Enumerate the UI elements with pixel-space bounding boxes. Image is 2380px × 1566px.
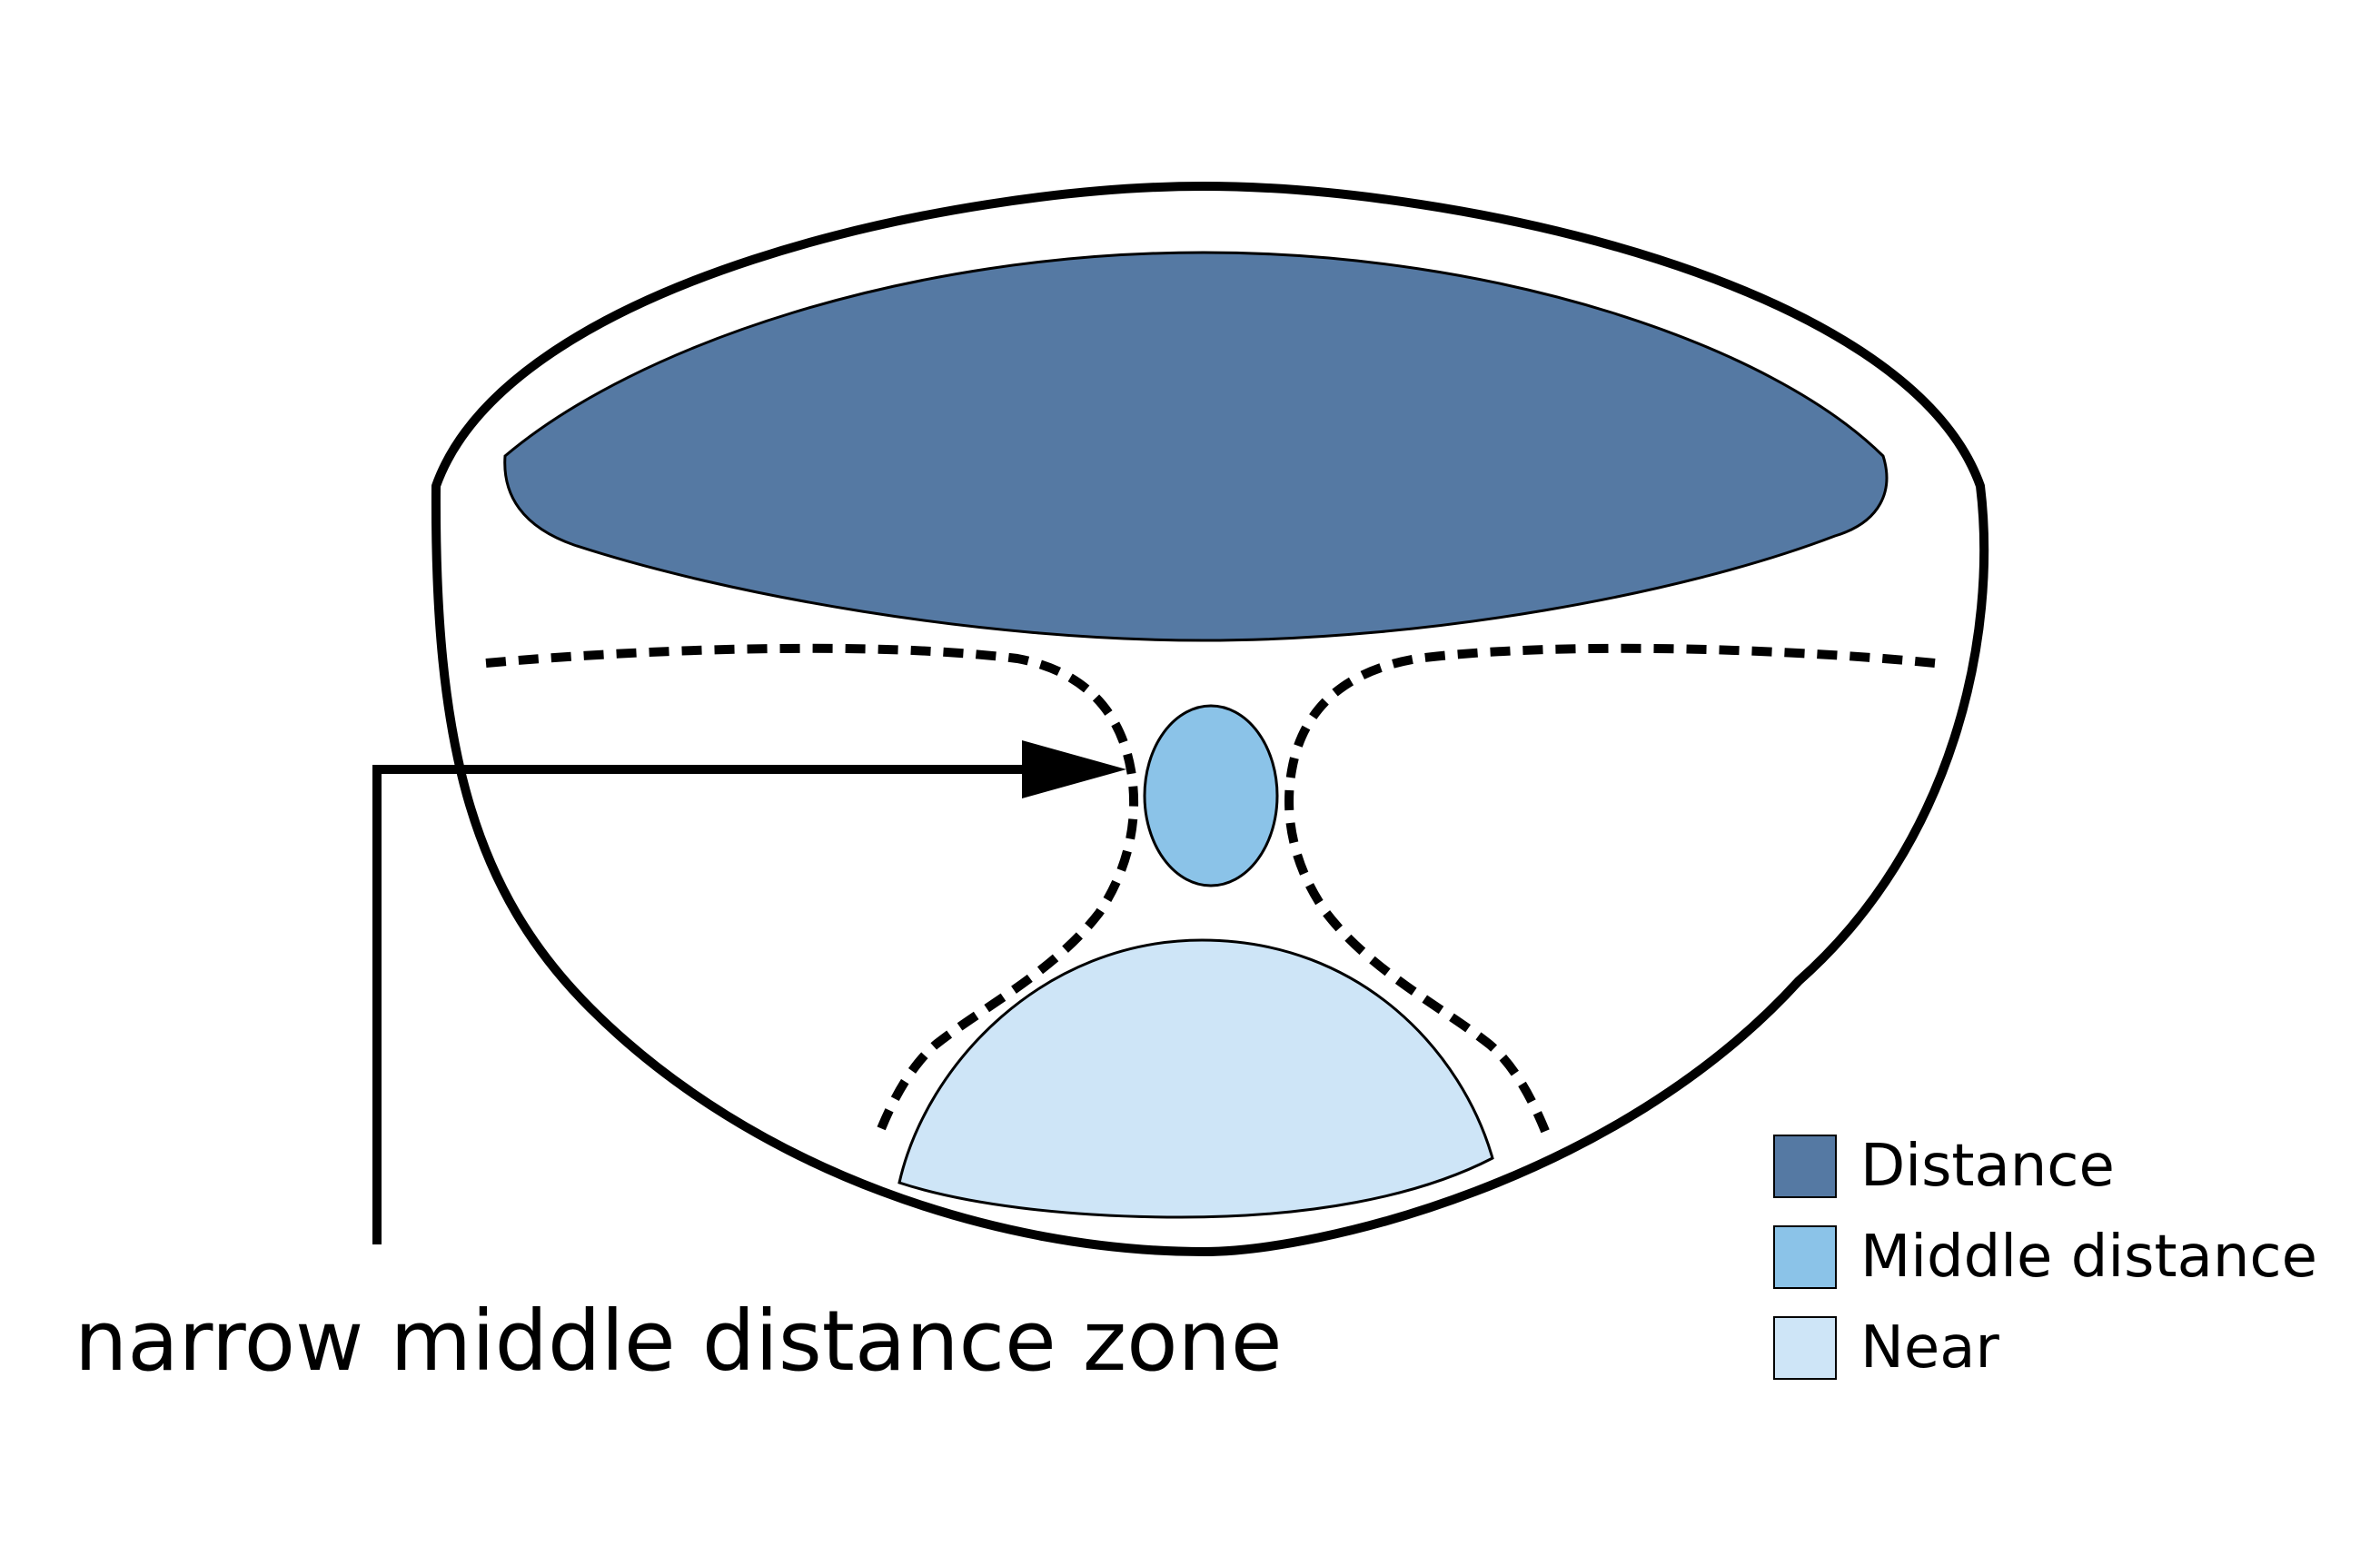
annotation-arrowhead-icon <box>1022 740 1126 798</box>
legend-item-middle-distance: Middle distance <box>1773 1224 2317 1291</box>
middle-distance-zone <box>1143 704 1279 887</box>
legend-label-distance: Distance <box>1860 1133 2115 1200</box>
annotation-leader-line <box>372 765 1026 1244</box>
legend-swatch-near <box>1773 1316 1837 1380</box>
legend-item-near: Near <box>1773 1314 1999 1382</box>
legend: Distance Middle distance Near <box>1773 1133 2317 1382</box>
legend-label-near: Near <box>1860 1314 1999 1382</box>
legend-item-distance: Distance <box>1773 1133 2115 1200</box>
near-zone <box>897 938 1494 1219</box>
distance-zone <box>503 251 1889 642</box>
right-corridor-boundary <box>1284 643 1936 1142</box>
annotation-label: narrow middle distance zone <box>74 1293 1282 1390</box>
legend-swatch-distance <box>1773 1135 1837 1198</box>
legend-swatch-middle-distance <box>1773 1225 1837 1289</box>
left-corridor-boundary <box>485 643 1139 1142</box>
legend-label-middle-distance: Middle distance <box>1860 1224 2317 1291</box>
